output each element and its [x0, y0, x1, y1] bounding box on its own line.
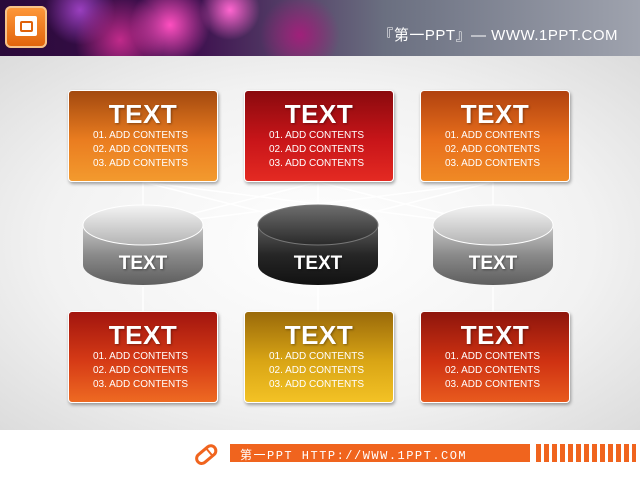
- bottom-box-right: TEXT 01. ADD CONTENTS 02. ADD CONTENTS 0…: [420, 311, 570, 403]
- box-item: 01. ADD CONTENTS: [269, 351, 365, 362]
- box-item: 03. ADD CONTENTS: [445, 379, 541, 390]
- box-title: TEXT: [460, 320, 530, 350]
- box-title: TEXT: [108, 99, 178, 129]
- box-title: TEXT: [284, 320, 354, 350]
- box-title: TEXT: [108, 320, 178, 350]
- box-item: 02. ADD CONTENTS: [93, 365, 189, 376]
- box-item: 01. ADD CONTENTS: [93, 130, 189, 141]
- footer-text: 第一PPT HTTP://WWW.1PPT.COM: [240, 449, 468, 463]
- box-item: 03. ADD CONTENTS: [269, 379, 365, 390]
- box-item: 01. ADD CONTENTS: [93, 351, 189, 362]
- box-item: 02. ADD CONTENTS: [93, 144, 189, 155]
- connector-line: [137, 181, 494, 232]
- cylinder-left: [82, 204, 204, 285]
- box-item: 01. ADD CONTENTS: [269, 130, 365, 141]
- cylinder-label-center: TEXT: [293, 253, 343, 274]
- box-title: TEXT: [284, 99, 354, 129]
- top-box-left: TEXT 01. ADD CONTENTS 02. ADD CONTENTS 0…: [68, 90, 218, 182]
- top-box-center: TEXT 01. ADD CONTENTS 02. ADD CONTENTS 0…: [244, 90, 394, 182]
- header-title: 『第一PPT』— WWW.1PPT.COM: [378, 27, 618, 44]
- logo: [5, 6, 47, 48]
- pencil-icon: [195, 444, 218, 465]
- cylinder-right: [432, 204, 554, 285]
- box-item: 03. ADD CONTENTS: [93, 379, 189, 390]
- box-item: 02. ADD CONTENTS: [269, 365, 365, 376]
- box-item: 02. ADD CONTENTS: [445, 365, 541, 376]
- box-title: TEXT: [460, 99, 530, 129]
- box-item: 03. ADD CONTENTS: [445, 158, 541, 169]
- cylinder-center: [257, 204, 379, 285]
- box-item: 02. ADD CONTENTS: [445, 144, 541, 155]
- header-banner: 『第一PPT』— WWW.1PPT.COM: [0, 0, 640, 56]
- box-item: 02. ADD CONTENTS: [269, 144, 365, 155]
- presentation-icon: [15, 16, 37, 36]
- cylinder-label-right: TEXT: [468, 253, 518, 274]
- top-box-right: TEXT 01. ADD CONTENTS 02. ADD CONTENTS 0…: [420, 90, 570, 182]
- bottom-box-center: TEXT 01. ADD CONTENTS 02. ADD CONTENTS 0…: [244, 311, 394, 403]
- box-item: 03. ADD CONTENTS: [269, 158, 365, 169]
- bottom-box-left: TEXT 01. ADD CONTENTS 02. ADD CONTENTS 0…: [68, 311, 218, 403]
- box-item: 03. ADD CONTENTS: [93, 158, 189, 169]
- footer-stripes: [536, 444, 636, 462]
- box-item: 01. ADD CONTENTS: [445, 130, 541, 141]
- cylinder-label-left: TEXT: [118, 253, 168, 274]
- box-item: 01. ADD CONTENTS: [445, 351, 541, 362]
- footer-bar: [230, 444, 530, 462]
